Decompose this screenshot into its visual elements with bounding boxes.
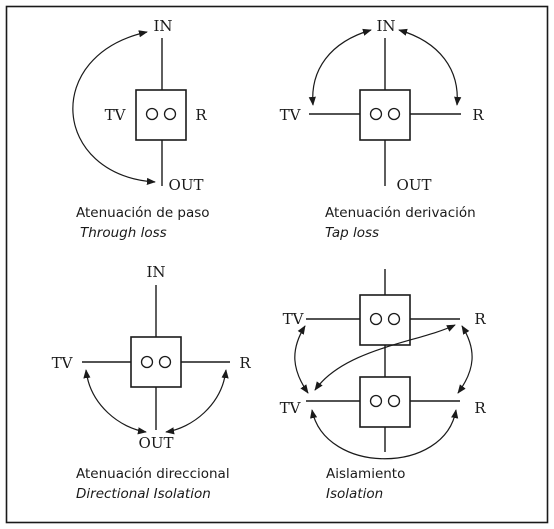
tap-box <box>359 89 411 141</box>
port-right <box>163 107 177 121</box>
port-left-bottom <box>369 394 383 408</box>
isolation-arrow-r <box>457 325 473 394</box>
caption-en: Tap loss <box>325 225 379 241</box>
r-label-bottom: R <box>474 399 486 417</box>
r-label: R <box>195 106 207 124</box>
r-label-top: R <box>474 310 486 328</box>
out-label: OUT <box>139 434 174 452</box>
r-label: R <box>472 106 484 124</box>
figure-frame <box>5 5 549 524</box>
caption-es: Aislamiento <box>326 466 405 482</box>
port-right-top <box>387 312 401 326</box>
caption-es: Atenuación de paso <box>76 205 210 221</box>
tap-loss-arrow-left <box>308 28 372 106</box>
out-label: OUT <box>397 176 432 194</box>
tap-box <box>135 89 187 141</box>
in-label: IN <box>376 17 395 35</box>
isolation-arrow-tv <box>294 325 309 394</box>
in-label: IN <box>153 17 172 35</box>
port-left <box>140 355 154 369</box>
caption-es: Atenuación direccional <box>76 466 230 482</box>
caption-en: Through loss <box>80 225 167 241</box>
panel-through-loss: IN TV R OUT Atenuación de paso Through l… <box>72 17 210 241</box>
port-left-top <box>369 312 383 326</box>
tap-loss-arrow-right <box>398 28 462 106</box>
tap-box <box>130 336 182 388</box>
tv-label-bottom: TV <box>280 399 302 417</box>
directional-arrow-left <box>83 369 147 435</box>
tv-label: TV <box>105 106 127 124</box>
port-right-bottom <box>387 394 401 408</box>
port-left <box>145 107 159 121</box>
port-right <box>158 355 172 369</box>
through-loss-arrow <box>72 30 156 186</box>
tap-box-bottom <box>359 376 411 428</box>
isolation-arrow-cross <box>314 324 456 391</box>
in-label: IN <box>146 263 165 281</box>
directional-arrow-right <box>165 369 229 435</box>
caption-en: Directional Isolation <box>76 486 211 502</box>
tv-label: TV <box>52 354 74 372</box>
port-left <box>369 107 383 121</box>
panel-isolation: TV R TV R Aislamiento Isolation <box>280 269 486 502</box>
panel-directional-isolation: IN TV R OUT Atenuación direccional Direc… <box>52 263 252 502</box>
caption-en: Isolation <box>326 486 383 502</box>
panel-tap-loss: IN TV R OUT Atenuación derivación Tap lo… <box>280 17 485 241</box>
isolation-arrow-bottom <box>310 409 459 460</box>
caption-es: Atenuación derivación <box>325 205 476 221</box>
tap-box-top <box>359 294 411 346</box>
port-right <box>387 107 401 121</box>
tv-label-top: TV <box>283 310 305 328</box>
r-label: R <box>239 354 251 372</box>
out-label: OUT <box>169 176 204 194</box>
tv-label: TV <box>280 106 302 124</box>
